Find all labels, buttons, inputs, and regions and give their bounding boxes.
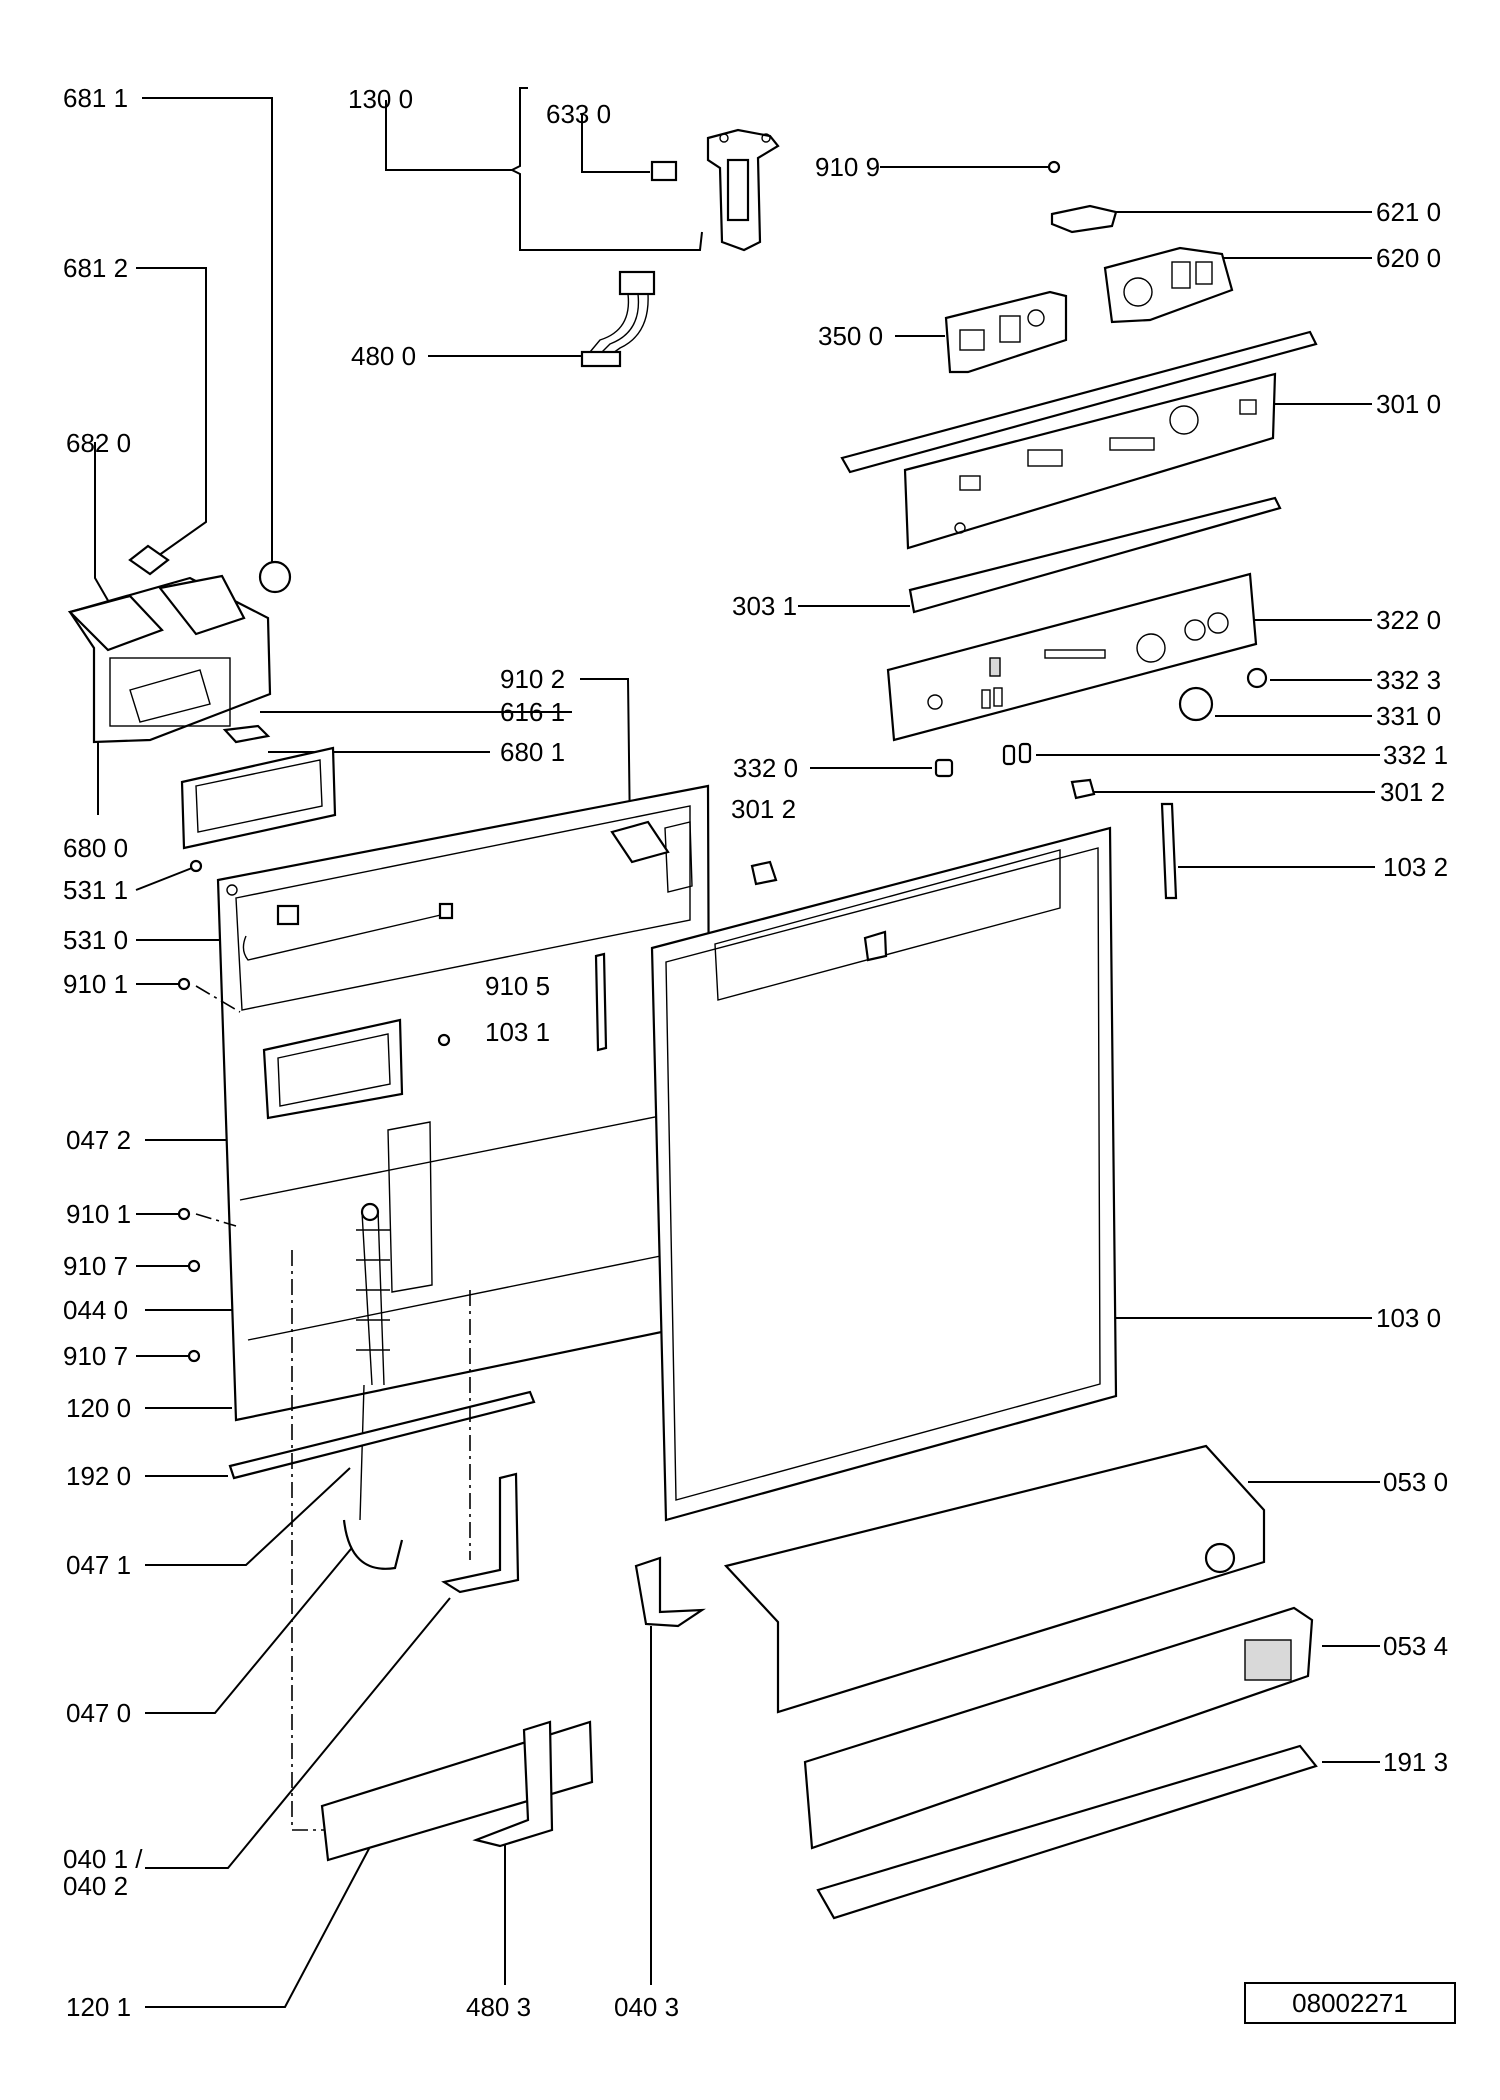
label-5311: 531 1 (63, 875, 128, 905)
trim-1913 (816, 1744, 1318, 1920)
screw-9109 (1047, 160, 1061, 174)
label-9101b: 910 1 (66, 1199, 131, 1229)
label-0401b: 040 2 (63, 1871, 128, 1901)
label-6330: 633 0 (546, 99, 611, 129)
label-0470: 047 0 (66, 1698, 131, 1728)
label-9102: 910 2 (500, 664, 565, 694)
buttons-3321 (1002, 742, 1032, 766)
dispenser-6800 (67, 574, 272, 744)
fascia-strip-3031 (908, 496, 1282, 614)
label-9109: 910 9 (815, 152, 880, 182)
label-3012: 301 2 (1380, 777, 1445, 807)
label-1200: 120 0 (66, 1393, 131, 1423)
label-0440: 044 0 (63, 1295, 128, 1325)
screws (177, 859, 451, 1363)
label-3010: 301 0 (1376, 389, 1441, 419)
clip-6812 (128, 544, 170, 576)
door-cable-0471 (342, 1384, 404, 1570)
bracket-6161 (222, 724, 271, 744)
kick-plate-0530 (723, 1444, 1266, 1714)
label-1920: 192 0 (66, 1461, 131, 1491)
label-9107b: 910 7 (63, 1341, 128, 1371)
label-3321: 332 1 (1383, 740, 1448, 770)
label-0401a: 040 1 / (63, 1844, 143, 1874)
label-9101a: 910 1 (63, 969, 128, 999)
bracket-4803 (472, 1720, 554, 1848)
trim-1031 (594, 952, 608, 1052)
label-3031: 303 1 (732, 591, 797, 621)
seal-strip-1920 (228, 1390, 536, 1480)
drawing-number-box: 08002271 (1244, 1982, 1456, 2024)
harness-5310 (242, 902, 454, 961)
label-4800: 480 0 (351, 341, 416, 371)
electronic-module-3500 (944, 290, 1068, 374)
label-6800: 680 0 (63, 833, 128, 863)
label-3220: 322 0 (1376, 605, 1441, 635)
label-6801: 680 1 (500, 737, 565, 767)
label-3012b: 301 2 (731, 794, 796, 824)
control-panel-frame-3010 (840, 330, 1318, 550)
label-9105: 910 5 (485, 971, 550, 1001)
door-switch-assembly (650, 128, 780, 252)
label-1201: 120 1 (66, 1992, 131, 2022)
indicator-board-6210 (1050, 204, 1118, 234)
label-3310: 331 0 (1376, 701, 1441, 731)
outer-door-1030 (650, 826, 1118, 1522)
label-4803: 480 3 (466, 1992, 531, 2022)
label-5310: 531 0 (63, 925, 128, 955)
label-1030: 103 0 (1376, 1303, 1441, 1333)
label-6811: 681 1 (63, 83, 128, 113)
clip-3012 (750, 778, 1096, 886)
button-3323 (1246, 667, 1268, 689)
hinge-0403 (634, 1556, 706, 1628)
label-1031: 103 1 (485, 1017, 550, 1047)
leader-lines (94, 87, 1380, 2008)
hinge-bracket-0401 (441, 1472, 520, 1594)
label-3323: 332 3 (1376, 665, 1441, 695)
label-6820: 682 0 (66, 428, 131, 458)
label-6812: 681 2 (63, 253, 128, 283)
bracket-9102 (610, 820, 670, 864)
label-3320: 332 0 (733, 753, 798, 783)
door-trim-1032 (1160, 802, 1178, 900)
label-3500: 350 0 (818, 321, 883, 351)
gasket-6801 (180, 746, 337, 850)
knob-3310 (1178, 686, 1214, 722)
control-fascia-3220 (886, 572, 1258, 742)
label-9107a: 910 7 (63, 1251, 128, 1281)
button-3320 (934, 758, 954, 778)
label-6200: 620 0 (1376, 243, 1441, 273)
label-0472: 047 2 (66, 1125, 131, 1155)
label-1300: 130 0 (348, 84, 413, 114)
wiring-harness-4800 (580, 270, 656, 368)
programmer-module-6200 (1103, 246, 1234, 324)
label-0530: 053 0 (1383, 1467, 1448, 1497)
door-spring-0440 (356, 1202, 390, 1386)
drawing-number: 08002271 (1292, 1988, 1408, 2018)
label-6210: 621 0 (1376, 197, 1441, 227)
cap-6811 (258, 560, 292, 594)
kick-plate-0534 (803, 1606, 1314, 1850)
label-1913: 191 3 (1383, 1747, 1448, 1777)
part-labels: 681 1 130 0 633 0 910 9 621 0 681 2 620 … (63, 83, 1448, 2022)
label-0471: 047 1 (66, 1550, 131, 1580)
label-6161: 616 1 (500, 697, 565, 727)
label-0534: 053 4 (1383, 1631, 1448, 1661)
inner-door-1200 (216, 784, 712, 1422)
label-1032: 103 2 (1383, 852, 1448, 882)
label-0403: 040 3 (614, 1992, 679, 2022)
